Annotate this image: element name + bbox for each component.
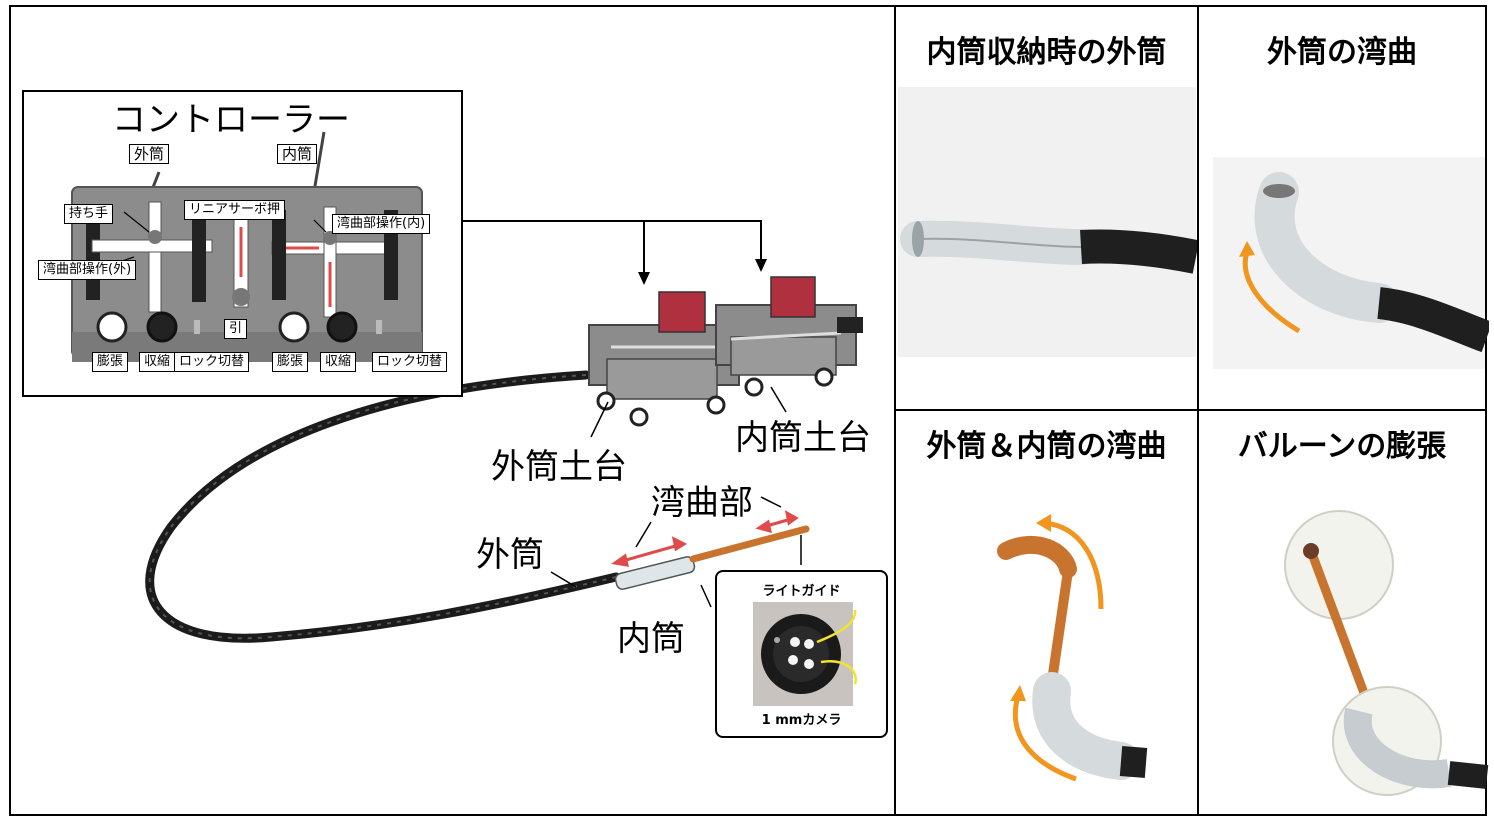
panel-balloon-inflate-image (1284, 510, 1489, 796)
ctrl-bend-outer-label: 湾曲部操作(外) (38, 260, 137, 280)
panel-outer-tube-bend-image (1213, 157, 1489, 369)
outer-base-label: 外筒土台 (491, 447, 627, 487)
ctrl-inner-tube-label: 内筒 (277, 144, 318, 164)
inner-base-machine (715, 276, 863, 397)
panel-outer-tube-bend: 外筒の湾曲 (1197, 5, 1489, 411)
panel-balloon-inflate-title: バルーンの膨張 (1237, 429, 1447, 464)
panel-both-tubes-bend-image (997, 514, 1148, 782)
light-guide-label: ライトガイド (762, 584, 841, 599)
ctrl-inflate-1-label: 膨張 (92, 352, 129, 372)
ctrl-handle-label: 持ち手 (64, 204, 114, 224)
ctrl-pull-label: 引 (224, 319, 248, 339)
ctrl-deflate-2-label: 収縮 (320, 352, 357, 372)
ctrl-outer-tube-label: 外筒 (129, 144, 170, 164)
ctrl-bend-inner-label: 湾曲部操作(内) (332, 214, 431, 234)
panel-outer-tube-stored-title: 内筒収納時の外筒 (926, 35, 1167, 70)
panel-outer-tube-bend-title: 外筒の湾曲 (1267, 35, 1417, 70)
outer-base-machine (588, 291, 751, 427)
ctrl-linear-servo-push-label: リニアサーボ押 (184, 200, 286, 220)
inner-tube-label: 内筒 (617, 619, 685, 659)
inner-base-label: 内筒土台 (735, 418, 871, 458)
ctrl-inflate-2-label: 膨張 (272, 352, 309, 372)
main-panel: 外筒土台 内筒土台 湾曲部 外筒 内筒 ライトガイド 1 mmカメラ (9, 5, 896, 816)
controller-box: コントローラー (22, 90, 463, 397)
panel-outer-tube-stored-image (898, 87, 1200, 357)
controller-device (71, 131, 423, 362)
panel-both-tubes-bend-title: 外筒＆内筒の湾曲 (926, 429, 1167, 464)
ctrl-lock-switch-2-label: ロック切替 (372, 352, 448, 372)
camera-inset: ライトガイド 1 mmカメラ (715, 570, 888, 738)
ctrl-lock-switch-1-label: ロック切替 (174, 352, 250, 372)
panel-both-tubes-bend: 外筒＆内筒の湾曲 (894, 409, 1199, 816)
panel-outer-tube-stored: 内筒収納時の外筒 (894, 5, 1200, 411)
outer-tube-label: 外筒 (476, 535, 544, 575)
controller-title: コントローラー (112, 100, 350, 140)
camera-tip-image (753, 602, 857, 706)
ctrl-deflate-1-label: 収縮 (139, 352, 176, 372)
main-illustration (145, 220, 863, 643)
panel-balloon-inflate: バルーンの膨張 (1197, 409, 1489, 816)
bending-section-label: 湾曲部 (651, 483, 753, 523)
camera-label: 1 mmカメラ (761, 713, 842, 728)
